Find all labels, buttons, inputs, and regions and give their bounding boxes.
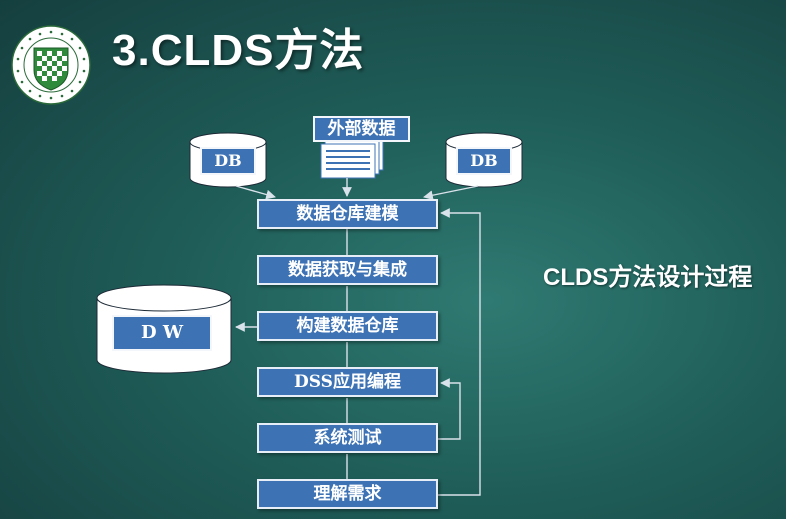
dw-label: D W — [112, 315, 212, 351]
step-data-warehouse-modeling: 数据仓库建模 — [257, 199, 438, 229]
diagram-caption: CLDS方法设计过程 — [543, 264, 753, 291]
document-stack-icon — [320, 135, 384, 179]
step-data-acquisition-integration: 数据获取与集成 — [257, 255, 438, 285]
step-system-testing: 系统测试 — [257, 423, 438, 453]
arrow-rightdb-to-modeling — [423, 185, 479, 201]
slide-title: 3.CLDS方法 — [112, 26, 365, 75]
step-build-data-warehouse: 构建数据仓库 — [257, 311, 438, 341]
university-logo — [11, 25, 91, 105]
external-data-label: 外部数据 — [313, 116, 410, 142]
arrow-leftdb-to-modeling — [235, 185, 276, 200]
left-db-label: DB — [200, 147, 256, 175]
loop-test-to-dss — [438, 378, 461, 440]
step-dss-programming: DSS应用编程 — [257, 367, 438, 397]
right-db-label: DB — [456, 147, 512, 175]
step-understand-requirements: 理解需求 — [257, 479, 438, 509]
feedback-requirements-to-modeling — [438, 208, 481, 496]
